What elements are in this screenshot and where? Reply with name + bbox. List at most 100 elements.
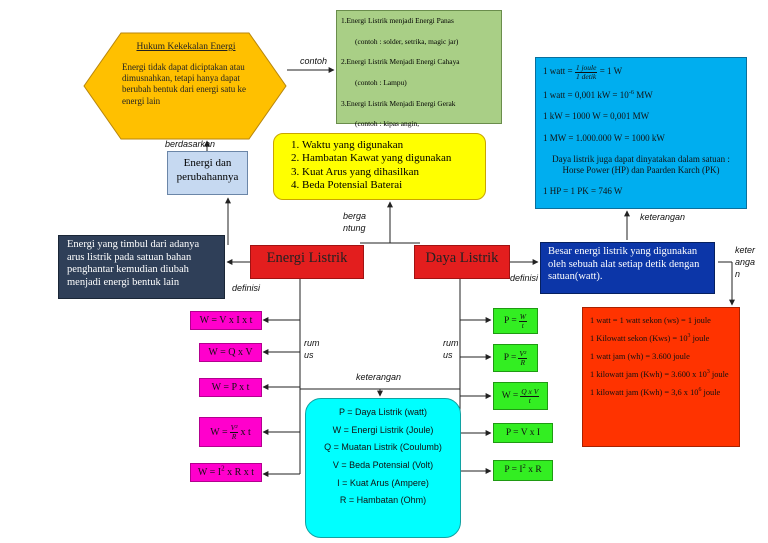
power-formula-wt-den: t bbox=[521, 320, 524, 330]
symbol-legend-box: P = Daya Listrik (watt) W = Energi Listr… bbox=[305, 398, 461, 538]
conservation-law-hexagon bbox=[83, 32, 287, 140]
energy-unit-line-5-tail: joule bbox=[701, 388, 721, 398]
label-definisi-left: definisi bbox=[232, 283, 261, 293]
daya-listrik-node: Daya Listrik bbox=[414, 245, 510, 279]
unit-line-3: 1 kW = 1000 W = 0,001 MW bbox=[543, 111, 650, 122]
label-definisi-right: definisi bbox=[510, 273, 539, 283]
example-item-2: 2.Energi Listrik Menjadi Energi Cahaya bbox=[341, 57, 460, 67]
unit-line-4: 1 MW = 1.000.000 W = 1000 kW bbox=[543, 132, 665, 143]
example-item-3: 3.Energi Listrik Menjadi Energi Gerak bbox=[341, 98, 456, 108]
legend-item: P = Daya Listrik (watt) bbox=[338, 407, 428, 417]
example-item-3-detail: (contoh : kipas angin, bbox=[355, 119, 420, 129]
power-formula-qvt-lhs: W = bbox=[501, 391, 519, 401]
unit-line-2: 1 watt = 0,001 kW = 10-6 MW bbox=[543, 89, 739, 101]
power-formula-wt-lhs: P = bbox=[504, 316, 517, 326]
energy-unit-line-3: 1 watt jam (wh) = 3.600 joule bbox=[590, 352, 690, 362]
energy-change-box: Energi dan perubahannya bbox=[167, 151, 248, 195]
power-formula-v2r: P = V² R bbox=[493, 344, 538, 372]
energy-formula-v2r-fraction: V² R bbox=[229, 424, 239, 441]
label-keterangan-right-1: keter bbox=[735, 245, 756, 255]
unit-line-2-tail: MW bbox=[633, 90, 653, 100]
legend-item: Q = Muatan Listrik (Coulumb) bbox=[324, 442, 442, 453]
power-formula-qvt-fraction: Q x V t bbox=[520, 387, 540, 405]
example-item-1-detail: (contoh : solder, setrika, magic jar) bbox=[355, 36, 459, 46]
label-keterangan-right-2: anga bbox=[735, 257, 756, 267]
conservation-law-title: Hukum Kekekalan Energi bbox=[136, 42, 236, 52]
energy-units-box: 1 watt = 1 watt sekon (ws) = 1 joule 1 K… bbox=[582, 307, 740, 447]
energy-formula-i2rt: W = I2 x R x t bbox=[190, 463, 262, 482]
legend-item: I = Kuat Arus (Ampere) bbox=[337, 477, 429, 488]
energy-definition-box: Energi yang timbul dari adanya arus list… bbox=[58, 235, 225, 299]
label-bergantung-1: berga bbox=[343, 211, 367, 221]
power-formula-v2r-fraction: V² R bbox=[518, 349, 528, 367]
energy-formula-v2r: W = V² R x t bbox=[199, 417, 262, 447]
power-formula-v2r-den: R bbox=[520, 357, 526, 367]
unit-line-5: Daya listrik juga dapat dinyatakan dalam… bbox=[552, 153, 730, 175]
dependencies-box: Waktu yang digunakan Hambatan Kawat yang… bbox=[273, 133, 486, 200]
label-bergantung-2: ntung bbox=[343, 223, 366, 233]
energy-unit-line-5: 1 kilowatt jam (Kwh) = 3,6 x 106 joule bbox=[590, 388, 732, 398]
label-rumus-left-2: us bbox=[304, 350, 314, 360]
energy-unit-line-4-text: 1 kilowatt jam (Kwh) = 3.600 x 10 bbox=[590, 370, 707, 380]
label-keterangan-top: keterangan bbox=[640, 212, 686, 222]
unit-watt-denominator: 1 detik bbox=[576, 71, 597, 81]
example-item-1: 1.Energi Listrik menjadi Energi Panas bbox=[341, 16, 454, 25]
power-formula-vi: P = V x I bbox=[493, 423, 553, 443]
unit-watt-fraction: 1 joule 1 detik bbox=[574, 63, 598, 81]
label-keterangan-right-3: n bbox=[735, 269, 741, 279]
power-formula-i2r-lhs: P = I bbox=[504, 465, 523, 475]
energy-unit-line-4-exp: 3 bbox=[706, 369, 710, 376]
power-units-box: 1 watt = 1 joule 1 detik = 1 W 1 watt = … bbox=[535, 57, 747, 209]
unit-line-6: 1 HP = 1 PK = 746 W bbox=[543, 186, 623, 197]
power-definition-box: Besar energi listrik yang digunakan oleh… bbox=[540, 242, 715, 294]
energy-unit-line-2-exp: 3 bbox=[687, 333, 691, 340]
energy-formula-v2r-lhs: W = bbox=[210, 426, 228, 438]
label-rumus-left-1: rum bbox=[304, 338, 320, 348]
power-formula-wt: P = W t bbox=[493, 308, 538, 334]
conservation-law-body: Energi tidak dapat diciptakan atau dimus… bbox=[122, 61, 247, 106]
energy-formula-i2rt-exp: 2 bbox=[221, 464, 225, 473]
unit-line-2-text: 1 watt = 0,001 kW = 10 bbox=[543, 90, 629, 100]
label-rumus-right-1: rum bbox=[443, 338, 459, 348]
legend-item: W = Energi Listrik (Joule) bbox=[332, 424, 434, 435]
power-formula-i2r-exp: 2 bbox=[522, 462, 526, 470]
energy-unit-line-5-exp: 6 bbox=[698, 387, 702, 394]
energy-formula-v2r-rhs: x t bbox=[240, 426, 251, 438]
legend-item: V = Beda Potensial (Volt) bbox=[332, 460, 434, 471]
unit-watt-lhs: 1 watt = bbox=[543, 66, 573, 77]
dependency-item: Kuat Arus yang dihasilkan bbox=[302, 166, 477, 179]
label-berdasarkan: berdasarkan bbox=[165, 139, 216, 149]
power-formula-v2r-num: V² bbox=[518, 349, 528, 359]
dependency-item: Waktu yang digunakan bbox=[302, 139, 477, 152]
power-formula-i2r-tail: x R bbox=[525, 465, 542, 475]
energy-formula-pt: W = P x t bbox=[199, 378, 262, 397]
energy-formula-i2rt-tail: x R x t bbox=[224, 467, 255, 478]
conservation-law-text: Hukum Kekekalan Energi Energi tidak dapa… bbox=[110, 42, 262, 107]
energy-formula-i2rt-lhs: W = I bbox=[197, 467, 222, 478]
energy-listrik-node: Energi Listrik bbox=[250, 245, 364, 279]
power-formula-wt-fraction: W t bbox=[518, 312, 527, 330]
dependencies-list: Waktu yang digunakan Hambatan Kawat yang… bbox=[284, 139, 477, 193]
power-formula-qvt-den: t bbox=[528, 395, 531, 405]
energy-unit-line-5-text: 1 kilowatt jam (Kwh) = 3,6 x 10 bbox=[590, 388, 699, 398]
energy-unit-line-2: 1 Kilowatt sekon (Kws) = 103 joule bbox=[590, 333, 732, 344]
unit-watt-numerator: 1 joule bbox=[574, 63, 598, 73]
power-formula-i2r: P = I2 x R bbox=[493, 460, 553, 481]
energy-unit-line-4: 1 kilowatt jam (Kwh) = 3.600 x 103 joule bbox=[590, 369, 732, 380]
unit-line-2-exp: -6 bbox=[628, 89, 634, 96]
power-formula-qvt: W = Q x V t bbox=[493, 382, 548, 410]
power-formula-wt-num: W bbox=[518, 312, 527, 322]
energy-unit-line-2-text: 1 Kilowatt sekon (Kws) = 10 bbox=[590, 334, 688, 344]
unit-watt-rhs: = 1 W bbox=[599, 66, 623, 77]
label-rumus-right-2: us bbox=[443, 350, 453, 360]
energy-conversion-examples: 1.Energi Listrik menjadi Energi Panas (c… bbox=[336, 10, 502, 128]
dependency-item: Hambatan Kawat yang digunakan bbox=[302, 152, 477, 165]
power-formula-qvt-num: Q x V bbox=[520, 387, 540, 397]
energy-formula-vit: W = V x I x t bbox=[190, 311, 262, 330]
dependency-item: Beda Potensial Baterai bbox=[302, 179, 477, 192]
energy-unit-line-4-tail: joule bbox=[709, 370, 729, 380]
energy-formula-qv: W = Q x V bbox=[199, 343, 262, 362]
energy-formula-v2r-den: R bbox=[231, 431, 237, 441]
legend-item: R = Hambatan (Ohm) bbox=[339, 495, 427, 506]
